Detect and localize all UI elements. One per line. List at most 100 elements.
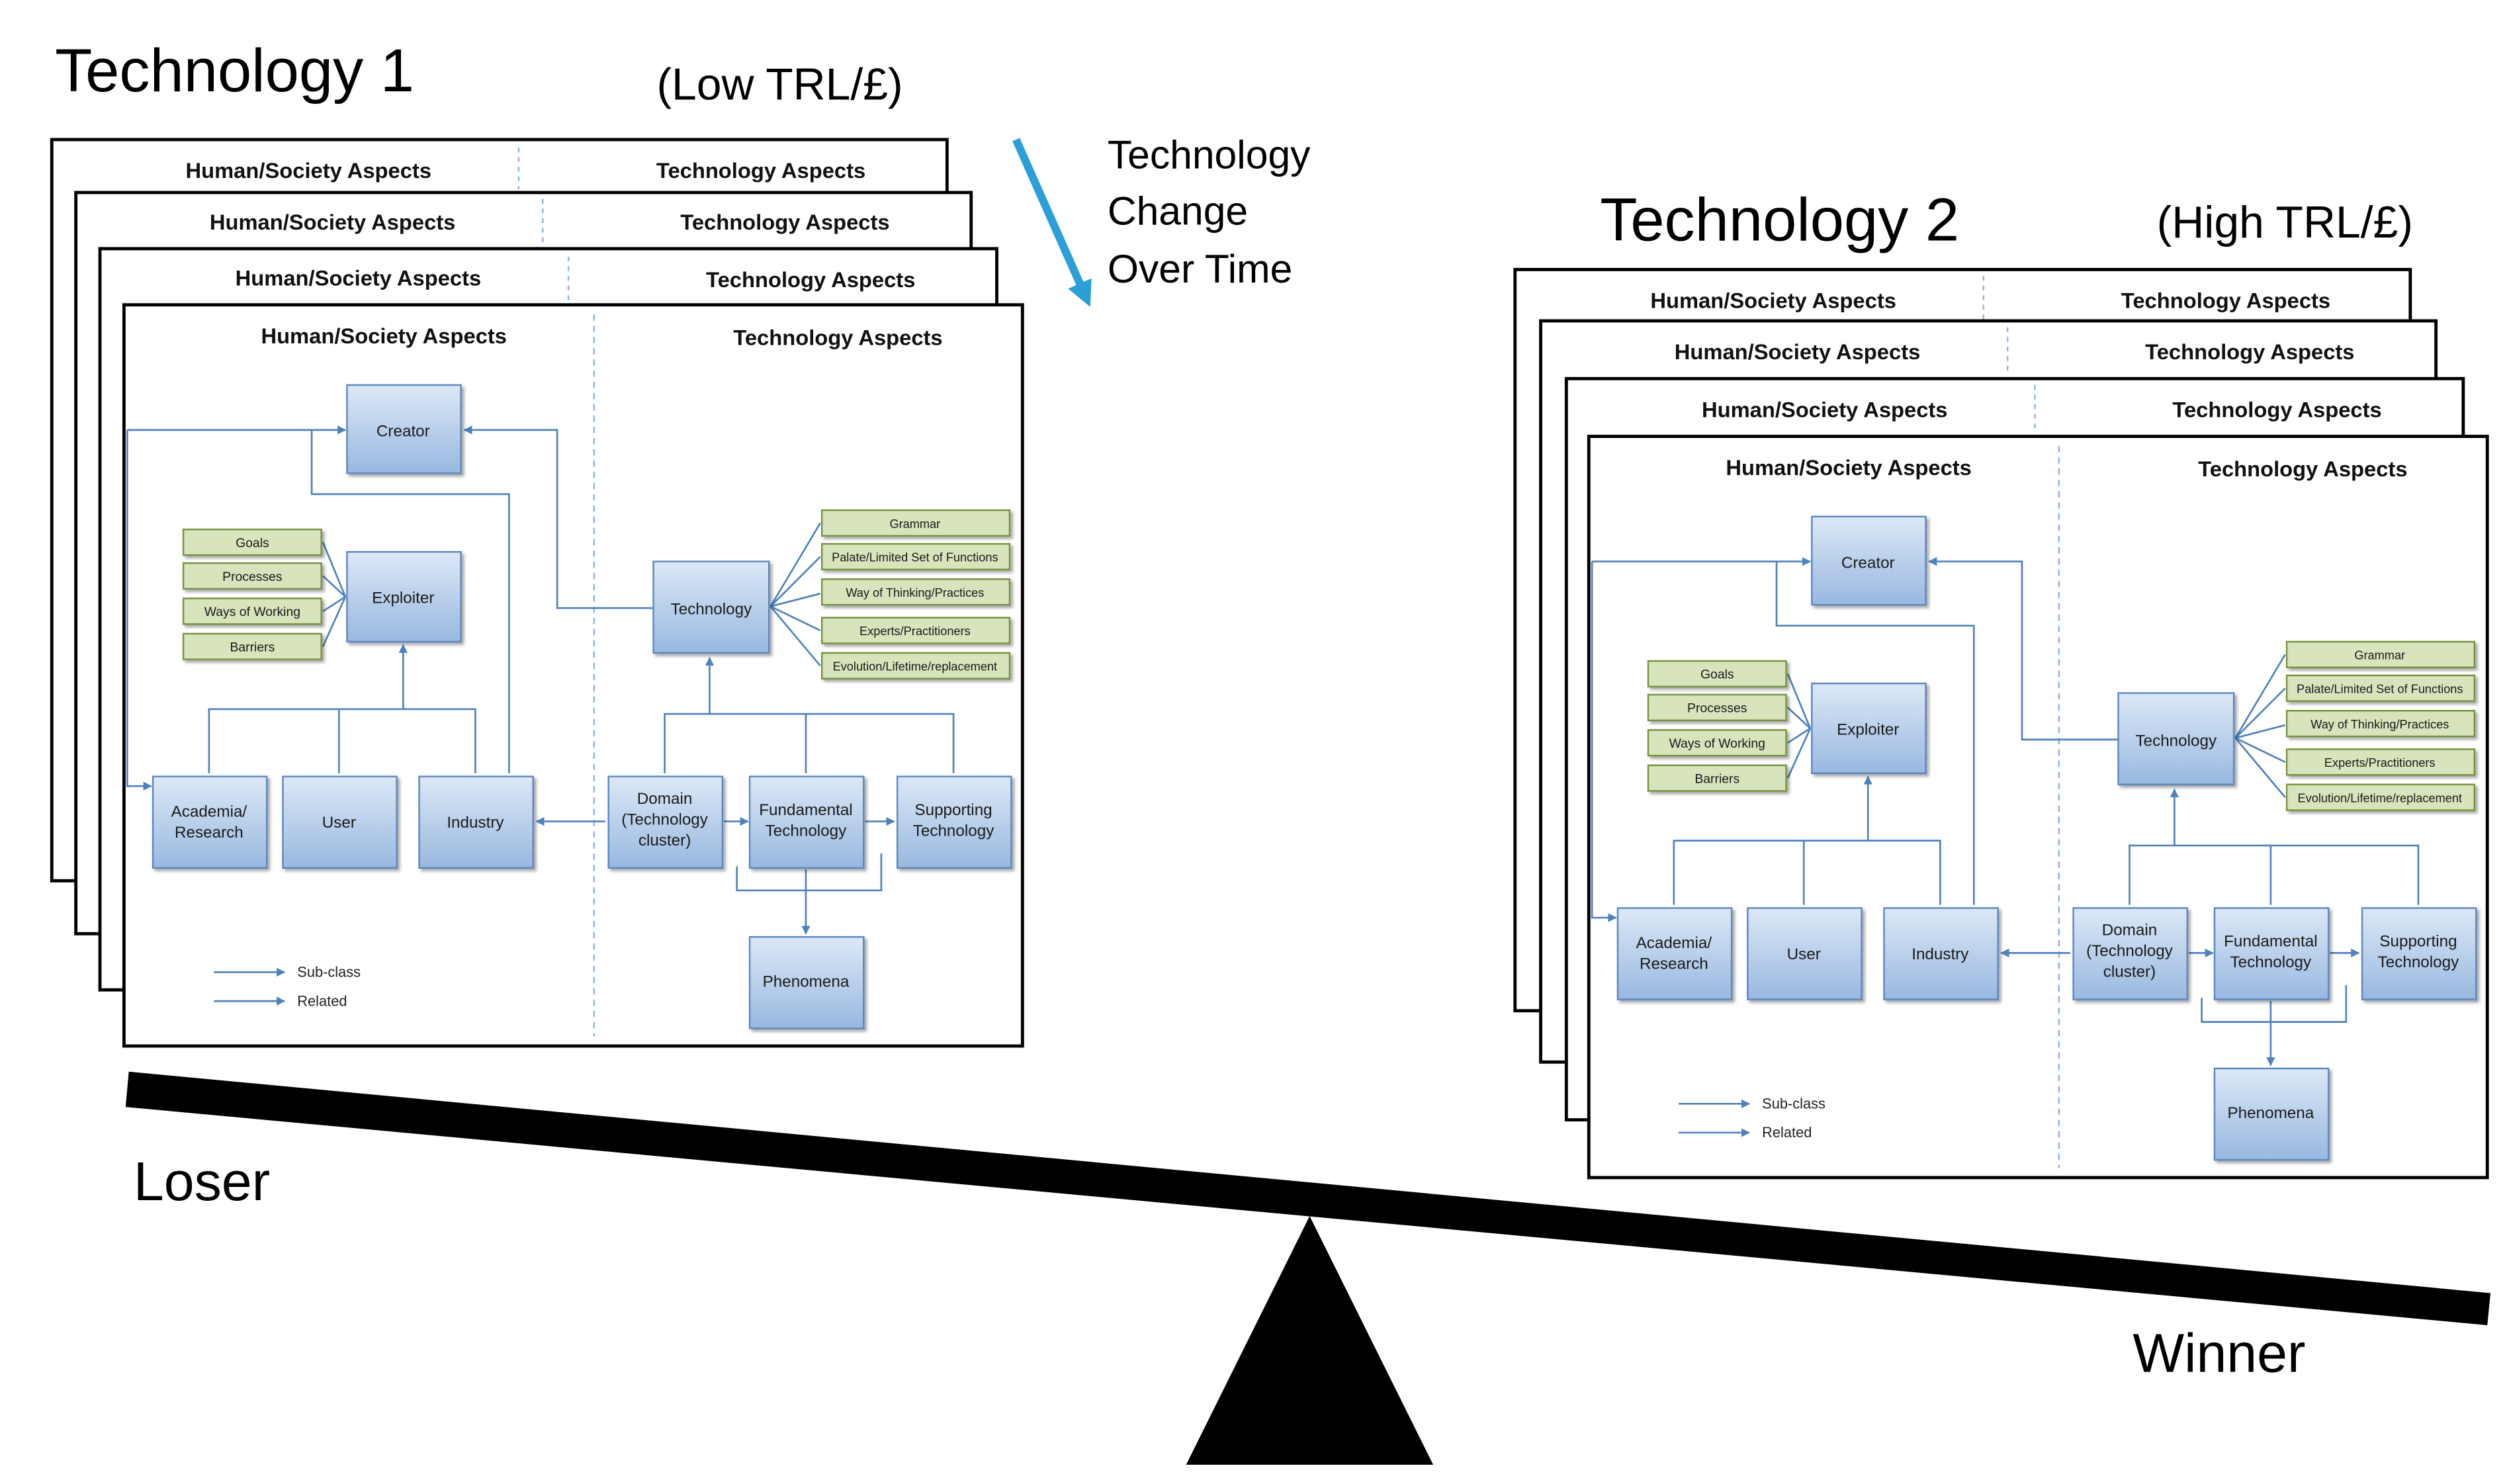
node-domain-label-1: Domain: [637, 790, 693, 808]
attr-palate: Palate/Limited Set of Functions: [832, 551, 998, 564]
attr-grammar: Grammar: [2354, 649, 2405, 662]
tech2-subtitle: (High TRL/£): [2157, 198, 2413, 247]
panel-header-human: Human/Society Aspects: [1726, 455, 1972, 480]
panel-header-human: Human/Society Aspects: [261, 324, 507, 348]
exploiter-attributes: Goals Processes Ways of Working Barriers: [1647, 660, 1787, 792]
attr-palate: Palate/Limited Set of Functions: [2297, 683, 2463, 696]
attr-processes: Processes: [1687, 701, 1747, 716]
panel-legend: Sub-class Related: [214, 964, 361, 1009]
panel-header-technology: Technology Aspects: [733, 325, 942, 349]
attr-evolution: Evolution/Lifetime/replacement: [2298, 791, 2462, 805]
attr-processes: Processes: [222, 570, 282, 584]
node-user: User: [1787, 945, 1821, 963]
node-technology-label: Technology: [2135, 732, 2217, 750]
panel-header-technology: Technology Aspects: [656, 158, 865, 183]
node-academia-label-1: Academia/: [1636, 934, 1712, 952]
node-phenomena: Phenomena: [763, 973, 850, 990]
node-technology: Technology: [671, 601, 752, 619]
node-fundamental-label-1: Fundamental: [759, 801, 852, 819]
change-label-line1: Technology: [1108, 132, 1311, 177]
change-over-time-annotation: Technology Change Over Time: [1012, 132, 1311, 307]
panel-header-technology: Technology Aspects: [2145, 339, 2354, 364]
node-industry: Industry: [447, 814, 504, 832]
tech2-title: Technology 2: [1600, 186, 1959, 254]
attr-grammar: Grammar: [889, 517, 940, 531]
node-academia-label-1: Academia/: [171, 803, 247, 820]
node-domain-label-3: cluster): [638, 832, 691, 850]
node-phenomena-label: Phenomena: [2228, 1104, 2314, 1122]
technology-attributes: Grammar Palate/Limited Set of Functions …: [2285, 640, 2476, 811]
panel-content: Human/Society Aspects Technology Aspects: [1591, 446, 2477, 1168]
panel-header-technology: Technology Aspects: [2121, 288, 2330, 313]
node-fundamental-technology: Fundamental Technology: [2224, 933, 2317, 972]
panel-header-technology: Technology Aspects: [2198, 457, 2407, 481]
tech1-subtitle: (Low TRL/£): [656, 60, 902, 109]
node-creator: Creator: [1841, 554, 1895, 572]
attr-goals: Goals: [1700, 668, 1734, 682]
seesaw-beam: [125, 1071, 2491, 1325]
node-academia-label-2: Research: [175, 824, 243, 842]
panel-nodes: [1616, 515, 2477, 1161]
node-phenomena: Phenomena: [2228, 1104, 2314, 1122]
node-creator-label: Creator: [376, 423, 430, 441]
node-exploiter: Exploiter: [372, 589, 434, 607]
panel-header-human: Human/Society Aspects: [1650, 288, 1896, 313]
node-fundamental-technology: Fundamental Technology: [759, 801, 852, 840]
node-domain: Domain (Technology cluster): [621, 790, 709, 850]
node-user-label: User: [322, 814, 356, 832]
node-domain-label-2: (Technology: [621, 810, 709, 828]
node-technology: Technology: [2135, 732, 2217, 750]
node-exploiter-label: Exploiter: [1837, 721, 1899, 739]
change-label-line3: Over Time: [1108, 246, 1293, 291]
change-label-line2: Change: [1108, 188, 1248, 233]
panel-header-human: Human/Society Aspects: [1702, 397, 1948, 421]
panel-content: Human/Society Aspects Technology Aspects: [126, 314, 1012, 1037]
panel-header-technology: Technology Aspects: [2172, 397, 2381, 421]
node-supporting-label-1: Supporting: [914, 801, 992, 819]
node-user: User: [322, 814, 356, 832]
node-fundamental-label-2: Technology: [2230, 953, 2312, 971]
node-supporting-technology: Supporting Technology: [2378, 933, 2459, 972]
node-supporting-label-2: Technology: [2378, 953, 2459, 971]
attr-barriers: Barriers: [230, 640, 275, 654]
node-technology-label: Technology: [671, 601, 752, 619]
panel-header-technology: Technology Aspects: [680, 210, 889, 234]
exploiter-attributes: Goals Processes Ways of Working Barriers: [182, 528, 322, 660]
node-fundamental-label-1: Fundamental: [2224, 933, 2317, 951]
node-creator-label: Creator: [1841, 554, 1895, 572]
attr-way-of-thinking: Way of Thinking/Practices: [2310, 718, 2449, 731]
node-domain-label-2: (Technology: [2086, 942, 2174, 960]
panel-connectors: [126, 425, 955, 935]
attr-barriers: Barriers: [1694, 771, 1739, 786]
node-domain-label-1: Domain: [2102, 922, 2158, 939]
panel-connectors: [1591, 557, 2420, 1067]
winner-label: Winner: [2133, 1323, 2305, 1383]
seesaw: [125, 1071, 2491, 1465]
node-fundamental-label-2: Technology: [766, 822, 847, 840]
node-domain: Domain (Technology cluster): [2086, 922, 2174, 981]
panel-header-technology: Technology Aspects: [706, 267, 915, 292]
node-industry-label: Industry: [447, 814, 504, 832]
node-exploiter: Exploiter: [1837, 721, 1899, 739]
legend-related: Related: [1762, 1124, 1812, 1141]
tech1-title: Technology 1: [55, 36, 414, 105]
node-creator: Creator: [376, 423, 430, 441]
attr-ways-of-working: Ways of Working: [204, 605, 300, 619]
node-user-label: User: [1787, 945, 1821, 963]
tech2-panel-stack: Human/Society Aspects Technology Aspects…: [1513, 267, 2489, 1180]
change-arrow-icon: [1012, 138, 1092, 307]
legend-subclass: Sub-class: [297, 964, 361, 981]
attr-goals: Goals: [236, 536, 269, 550]
legend-subclass: Sub-class: [1762, 1096, 1825, 1112]
node-industry-label: Industry: [1912, 945, 1969, 963]
node-supporting-label-2: Technology: [913, 822, 994, 840]
technology-attributes: Grammar Palate/Limited Set of Functions …: [820, 509, 1011, 679]
tech1-panel-stack: Human/Society Aspects Technology Aspects…: [50, 138, 1024, 1048]
node-domain-label-3: cluster): [2103, 963, 2156, 981]
panel-header-human: Human/Society Aspects: [185, 158, 431, 183]
loser-label: Loser: [134, 1151, 270, 1212]
panel-nodes: [152, 384, 1012, 1029]
node-phenomena-label: Phenomena: [763, 973, 850, 990]
node-academia-label-2: Research: [1640, 955, 1708, 973]
